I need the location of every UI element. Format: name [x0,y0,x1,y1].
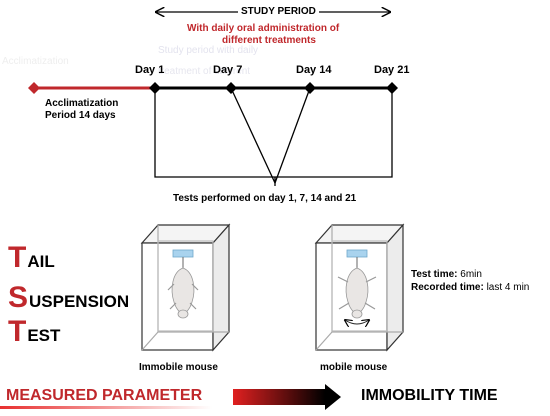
recorded-time-row: Recorded time: last 4 min [411,282,529,293]
measured-parameter-arrow [233,384,341,410]
mobile-mouse-icon [337,267,377,319]
immobility-time-label: IMMOBILITY TIME [361,387,498,404]
faint-left-text: Acclimatization [2,56,69,67]
tst-line-test: TEST [8,315,60,349]
tst-word-suspension: USPENSION [29,292,130,311]
left-suspension-bar [172,249,194,258]
test-time-row: Test time: 6min [411,269,482,280]
acclimatization-label-1: Acclimatization [45,98,119,109]
tst-word-tail: AIL [27,252,55,271]
tst-word-test: EST [27,326,61,345]
test-days-bracket [154,88,393,178]
recorded-time-value: last 4 min [486,282,530,293]
faint-study-text-1: Study period with daily [158,45,259,56]
acclimatization-start-marker [28,82,40,94]
day-14-label: Day 14 [296,64,332,76]
study-period-subtitle-2: different treatments [222,35,316,46]
mobile-motion-arrow [345,320,369,324]
tst-line-tail: TAIL [8,241,55,275]
acclimatization-label-2: Period 14 days [45,110,116,121]
tst-initial-t2: T [8,315,27,348]
faint-study-text-2: treatment of different [158,66,251,77]
recorded-time-label: Recorded time: [411,282,484,293]
study-period-subtitle-1: With daily oral administration of [187,23,340,34]
measured-parameter-underline [0,406,212,409]
right-suspension-bar [346,249,368,258]
study-period-label: STUDY PERIOD [238,6,319,17]
tst-line-suspension: SUSPENSION [8,281,129,315]
day-1-label: Day 1 [135,64,165,76]
test-time-value: 6min [460,269,482,280]
test-time-label: Test time: [411,269,458,280]
immobile-mouse-icon [167,267,199,319]
tst-initial-s: S [8,281,29,314]
tst-initial-t: T [8,241,27,274]
day-21-label: Day 21 [374,64,410,76]
day-7-label: Day 7 [213,64,243,76]
immobile-mouse-label: Immobile mouse [139,362,218,373]
tests-performed-label: Tests performed on day 1, 7, 14 and 21 [173,193,357,204]
day-7-connector [230,87,276,184]
measured-parameter-label: MEASURED PARAMETER [6,387,203,404]
day-14-connector [274,87,311,184]
mobile-mouse-label: mobile mouse [320,362,388,373]
